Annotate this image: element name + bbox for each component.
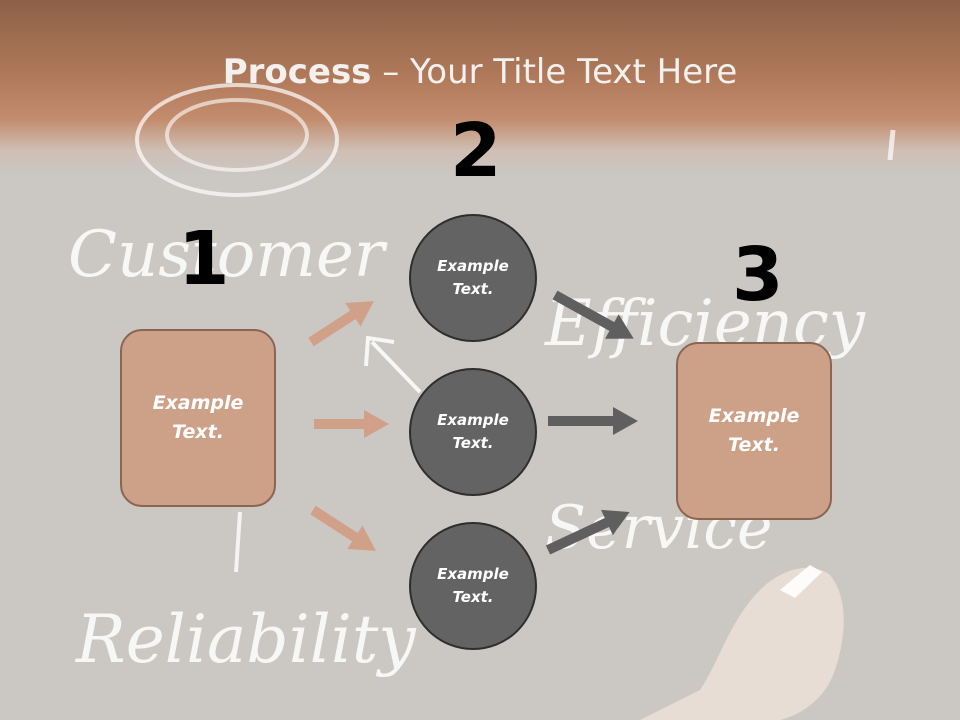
circle-middle[interactable]: Example Text. bbox=[409, 368, 537, 496]
arrow-top-to-right bbox=[552, 290, 634, 339]
chalk-arrow-line bbox=[370, 340, 422, 394]
chalk-arrow-head bbox=[364, 335, 395, 367]
header-band bbox=[0, 0, 960, 175]
arrow-middle-to-right bbox=[548, 407, 638, 435]
chalk-word-reliability: Reliability bbox=[75, 601, 416, 678]
arrow-left-to-bottom bbox=[310, 505, 376, 551]
right-process-box-text: Example Text. bbox=[708, 405, 800, 456]
left-process-box[interactable]: Example Text. bbox=[120, 329, 276, 507]
arrow-left-to-middle bbox=[314, 410, 389, 438]
hand-illustration bbox=[640, 567, 844, 720]
circle-top-text: Example Text. bbox=[437, 257, 509, 298]
chalk-circle-inner bbox=[165, 98, 309, 172]
circle-bottom-text: Example Text. bbox=[437, 565, 509, 606]
left-process-box-text: Example Text. bbox=[152, 392, 244, 443]
slide-title-rest: – Your Title Text Here bbox=[371, 52, 738, 92]
arrow-left-to-top bbox=[308, 301, 374, 347]
circle-bottom[interactable]: Example Text. bbox=[409, 522, 537, 650]
chalk-line bbox=[234, 511, 242, 573]
step-number-1: 1 bbox=[178, 216, 230, 302]
step-number-3: 3 bbox=[732, 232, 784, 318]
circle-middle-text: Example Text. bbox=[437, 411, 509, 452]
circle-top[interactable]: Example Text. bbox=[409, 214, 537, 342]
chalk-word-customer: Customer bbox=[68, 218, 388, 292]
slide-title: Process – Your Title Text Here bbox=[0, 52, 960, 92]
step-number-2: 2 bbox=[450, 108, 502, 194]
right-process-box[interactable]: Example Text. bbox=[676, 342, 832, 520]
chalk-mark bbox=[887, 129, 896, 161]
chalk-circle-outer bbox=[135, 83, 339, 197]
chalk-stick bbox=[780, 565, 822, 598]
slide-title-bold: Process bbox=[222, 52, 372, 92]
arrow-bottom-to-right bbox=[545, 509, 630, 555]
